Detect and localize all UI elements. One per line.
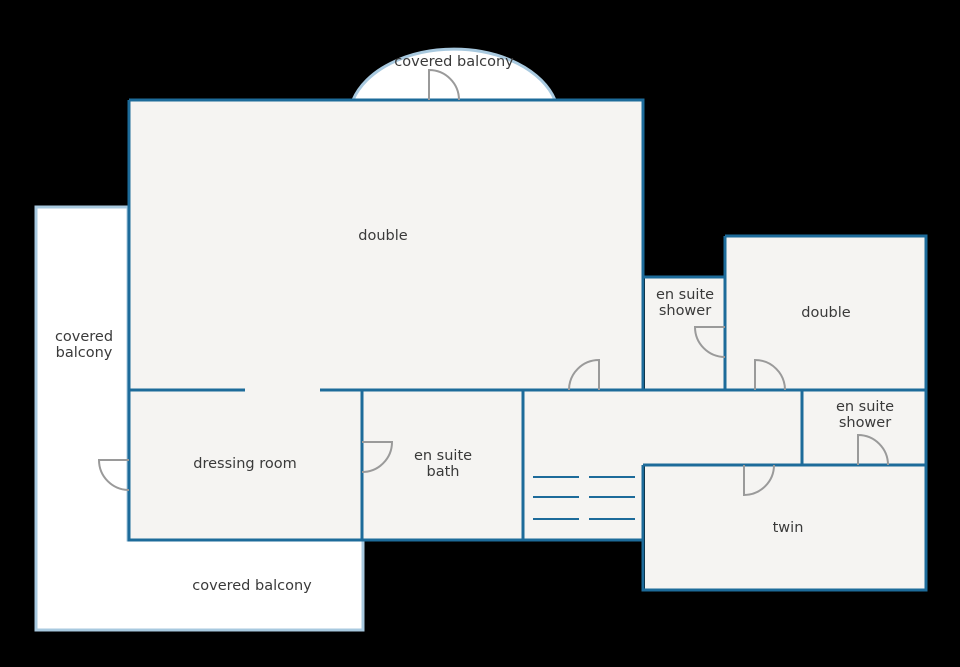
label-top-balcony: covered balcony xyxy=(394,54,514,70)
door-dressing-bath xyxy=(361,441,394,473)
door-top-balcony xyxy=(428,68,460,101)
double-right-room xyxy=(725,236,926,390)
door-shower-lower xyxy=(857,433,889,466)
label-en-suite-bath: en suite bath xyxy=(414,448,472,480)
label-dressing-room: dressing room xyxy=(193,456,297,472)
label-en-suite-shower-lower-line2: shower xyxy=(838,415,892,431)
label-en-suite-shower-upper-line1: en suite xyxy=(655,287,715,303)
top-balcony-shape xyxy=(350,47,558,102)
stairs xyxy=(533,476,635,520)
en-suite-shower-lower-area xyxy=(803,390,926,465)
dressing-room-area xyxy=(129,390,362,540)
label-double-main: double xyxy=(358,228,408,244)
label-double-right: double xyxy=(801,305,851,321)
label-left-balcony-line2: balcony xyxy=(55,345,113,361)
label-en-suite-shower-lower-line1: en suite xyxy=(835,399,895,415)
label-en-suite-shower-lower: en suite shower xyxy=(836,399,894,431)
door-dressing-balcony xyxy=(97,459,130,491)
en-suite-shower-upper-area xyxy=(645,277,725,390)
label-en-suite-bath-line1: en suite xyxy=(413,448,473,464)
en-suite-bath-area xyxy=(363,390,523,540)
label-left-balcony-line1: covered xyxy=(54,329,114,345)
label-twin: twin xyxy=(772,520,804,536)
twin-room xyxy=(645,465,926,590)
label-en-suite-shower-upper-line2: shower xyxy=(658,303,712,319)
double-main-room xyxy=(129,100,643,390)
label-left-balcony: covered balcony xyxy=(55,329,113,361)
hallway-upper-area xyxy=(643,390,803,465)
label-en-suite-shower-upper: en suite shower xyxy=(656,287,714,319)
label-en-suite-bath-line2: bath xyxy=(426,464,460,480)
doors xyxy=(97,68,889,497)
hallway-area xyxy=(523,390,643,540)
walls xyxy=(127,98,928,592)
door-double-main xyxy=(568,358,600,391)
door-twin xyxy=(743,464,775,497)
label-bottom-balcony: covered balcony xyxy=(192,578,312,594)
door-shower-upper xyxy=(693,326,726,358)
door-double-right xyxy=(754,358,786,391)
